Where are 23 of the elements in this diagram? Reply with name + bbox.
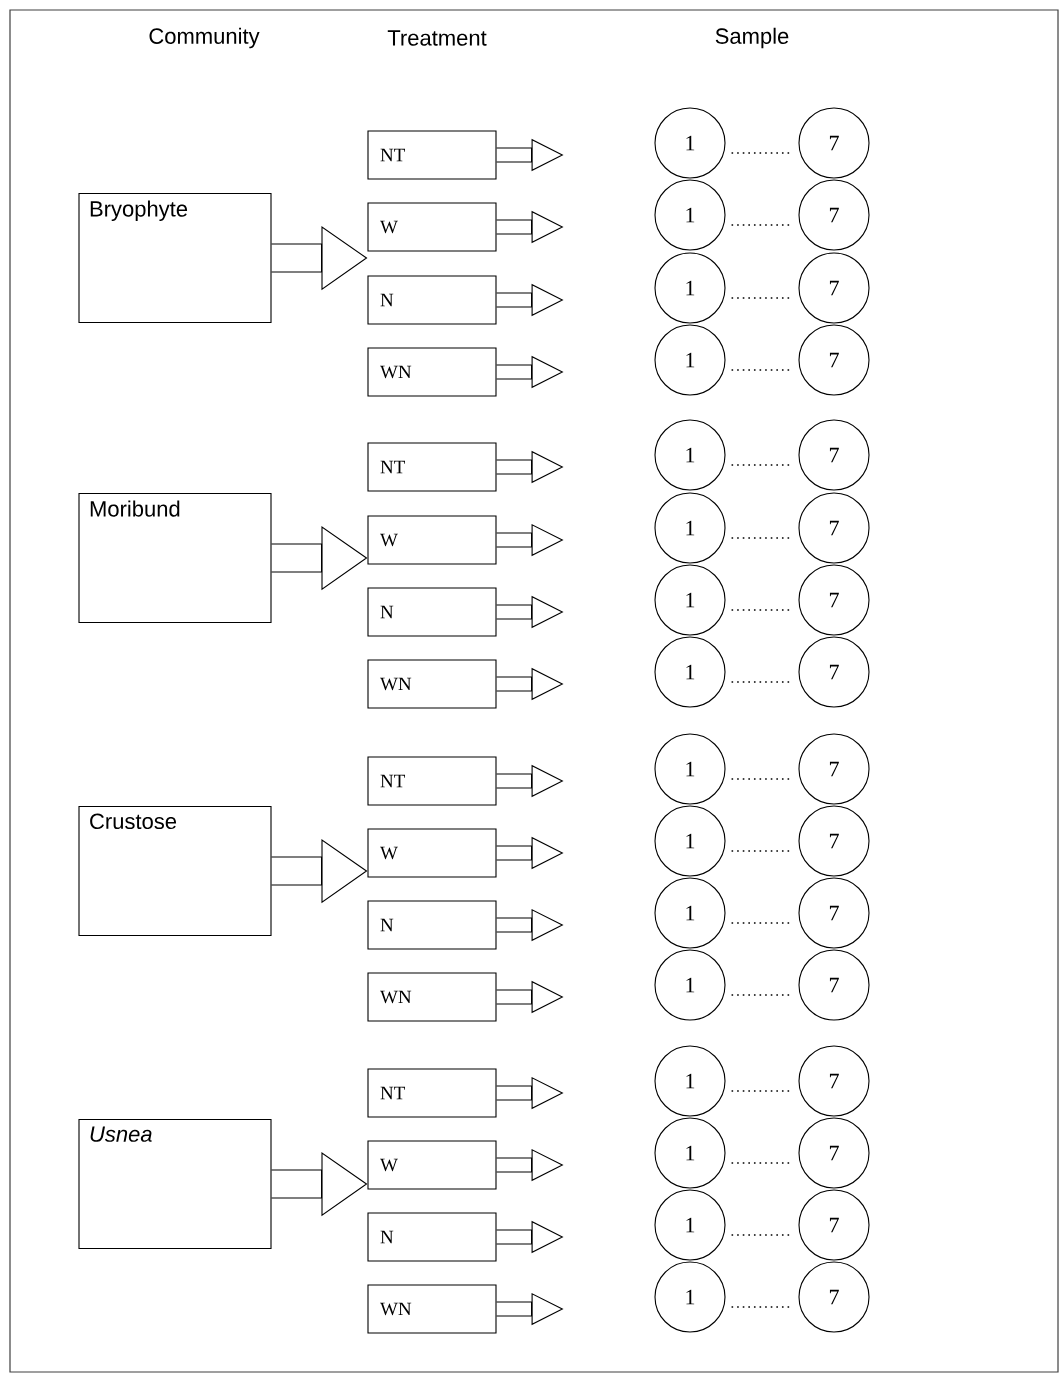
community-box: Bryophyte [78,192,272,324]
treatment-box: NT [367,756,497,806]
column-heading: Treatment [387,30,487,46]
treatment-box: W [367,515,497,565]
treatment-box: WN [367,347,497,397]
treatment-box: W [367,202,497,252]
column-heading: Community [149,27,260,49]
treatment-box: NT [367,1068,497,1118]
community-box: Moribund [78,492,272,624]
treatment-box: W [367,1140,497,1190]
treatment-box: W [367,828,497,878]
community-box: Usnea [78,1118,272,1250]
treatment-box: NT [367,442,497,492]
treatment-box: N [367,587,497,637]
treatment-box: N [367,1212,497,1262]
treatment-box: N [367,275,497,325]
community-box: Crustose [78,805,272,937]
treatment-box: NT [367,130,497,180]
treatment-box: N [367,900,497,950]
treatment-box: WN [367,972,497,1022]
column-heading: Sample [715,27,789,49]
treatment-box: WN [367,659,497,709]
treatment-box: WN [367,1284,497,1334]
